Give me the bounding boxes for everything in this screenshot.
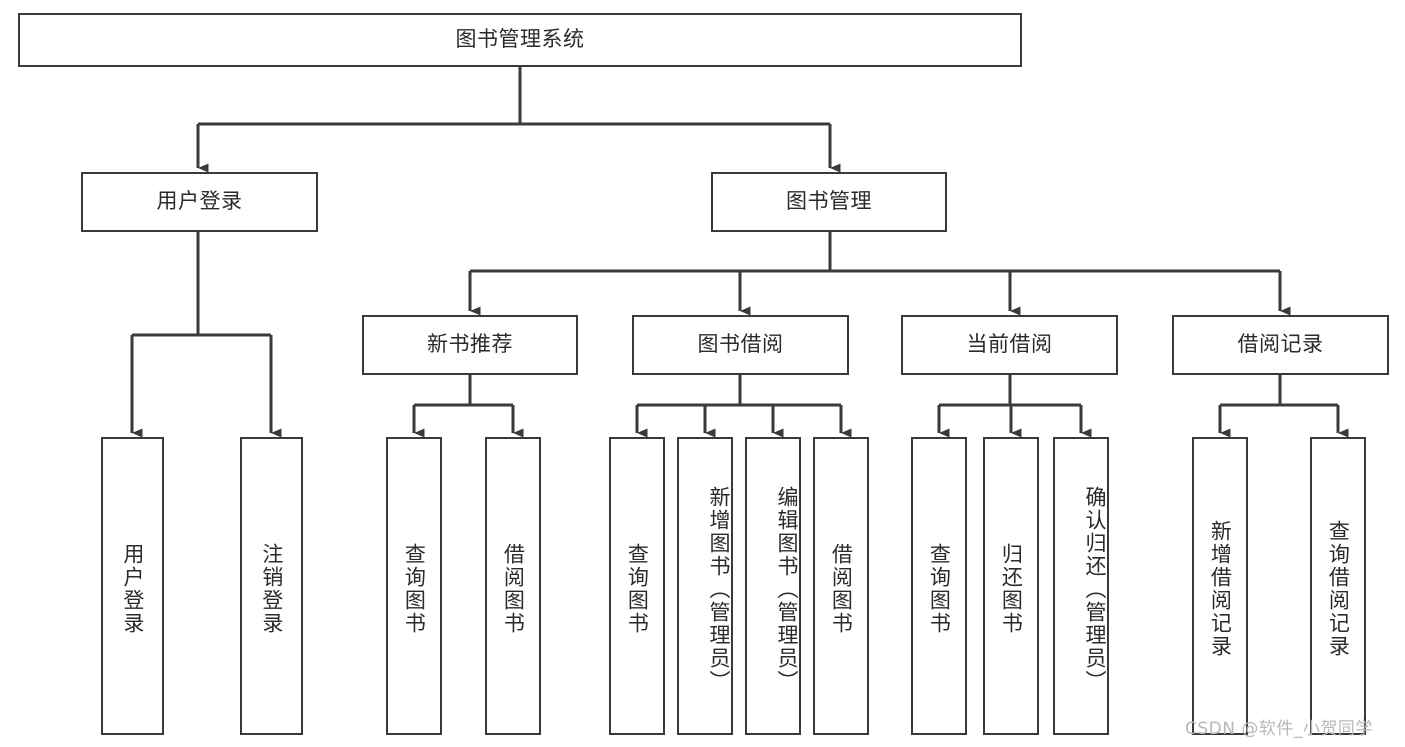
node-leaf-user-login[interactable]: 用户登录 — [101, 437, 164, 735]
node-borrow-record-label: 借阅记录 — [1237, 332, 1324, 357]
edges-book-manage — [468, 232, 1291, 316]
node-leaf-query-book-1[interactable]: 查询图书 — [386, 437, 442, 735]
node-leaf-query-book-2-label: 查询图书 — [625, 543, 650, 635]
node-leaf-query-book-3[interactable]: 查询图书 — [911, 437, 967, 735]
node-book-manage-label: 图书管理 — [786, 189, 872, 214]
node-leaf-return-book[interactable]: 归还图书 — [983, 437, 1039, 735]
node-leaf-add-borrow-record-label: 新增借阅记录 — [1208, 520, 1233, 658]
edges-book-borrow — [635, 375, 852, 438]
edges-borrow-record — [1218, 375, 1349, 438]
csdn-watermark: CSDN @软件_小贺同学 — [1185, 719, 1373, 739]
node-leaf-add-borrow-record[interactable]: 新增借阅记录 — [1192, 437, 1248, 735]
node-leaf-borrow-book-2-label: 借阅图书 — [829, 543, 854, 635]
node-borrow-record[interactable]: 借阅记录 — [1172, 315, 1389, 375]
node-leaf-query-book-3-label: 查询图书 — [927, 543, 952, 635]
node-leaf-borrow-book-1-label: 借阅图书 — [501, 543, 526, 635]
node-leaf-query-borrow-record-label: 查询借阅记录 — [1326, 520, 1351, 658]
node-book-borrow[interactable]: 图书借阅 — [632, 315, 849, 375]
node-leaf-add-book-admin-label: 新增图书（管理员） — [707, 485, 731, 693]
node-leaf-user-login-label: 用户登录 — [120, 543, 145, 635]
node-new-book-recommend[interactable]: 新书推荐 — [362, 315, 578, 375]
node-root-title[interactable]: 图书管理系统 — [18, 13, 1022, 67]
node-leaf-edit-book-admin[interactable]: 编辑图书（管理员） — [745, 437, 801, 735]
node-leaf-borrow-book-2[interactable]: 借阅图书 — [813, 437, 869, 735]
node-leaf-add-book-admin[interactable]: 新增图书（管理员） — [677, 437, 733, 735]
node-leaf-confirm-return-admin-label: 确认归还（管理员） — [1083, 485, 1107, 693]
node-current-borrow[interactable]: 当前借阅 — [901, 315, 1118, 375]
node-book-manage[interactable]: 图书管理 — [711, 172, 947, 232]
edges-user-login — [130, 232, 282, 438]
edges-current-borrow — [937, 375, 1092, 438]
node-leaf-query-book-2[interactable]: 查询图书 — [609, 437, 665, 735]
node-leaf-borrow-book-1[interactable]: 借阅图书 — [485, 437, 541, 735]
edges-root — [196, 67, 841, 173]
node-leaf-return-book-label: 归还图书 — [999, 543, 1024, 635]
node-leaf-user-logout[interactable]: 注销登录 — [240, 437, 303, 735]
node-leaf-confirm-return-admin[interactable]: 确认归还（管理员） — [1053, 437, 1109, 735]
node-user-login-label: 用户登录 — [156, 189, 243, 214]
node-new-book-recommend-label: 新书推荐 — [427, 332, 513, 357]
edges-new-book-recommend — [412, 375, 524, 438]
node-leaf-edit-book-admin-label: 编辑图书（管理员） — [775, 485, 799, 693]
node-leaf-user-logout-label: 注销登录 — [259, 543, 284, 635]
node-book-borrow-label: 图书借阅 — [697, 332, 784, 357]
node-current-borrow-label: 当前借阅 — [966, 332, 1053, 357]
node-leaf-query-book-1-label: 查询图书 — [402, 543, 427, 635]
node-root-title-label: 图书管理系统 — [455, 27, 585, 52]
node-leaf-query-borrow-record[interactable]: 查询借阅记录 — [1310, 437, 1366, 735]
node-user-login[interactable]: 用户登录 — [81, 172, 318, 232]
